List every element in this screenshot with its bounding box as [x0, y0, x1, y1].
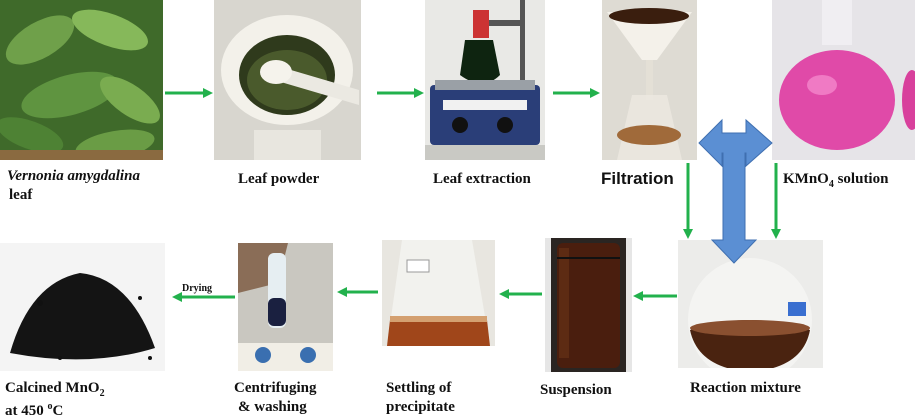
suspension-photo: [545, 238, 632, 372]
calcined-unit: C: [52, 403, 64, 419]
powder-caption: Leaf powder: [238, 171, 320, 187]
suspension-caption: Suspension: [540, 382, 612, 398]
calcined-caption-line1: Calcined MnO2: [5, 379, 105, 403]
kmno4-caption: KMnO4 solution: [783, 170, 888, 194]
calcined-caption-line2: at 450 oC: [5, 398, 63, 420]
filtration-photo: [602, 0, 697, 160]
extraction-photo: [425, 0, 545, 160]
reaction-caption: Reaction mixture: [690, 380, 801, 396]
settling-caption-line2: precipitate: [386, 399, 455, 415]
settling-photo: [382, 240, 495, 346]
centrifuge-photo: [238, 243, 333, 371]
centrifuge-caption-line2: & washing: [238, 399, 307, 415]
settling-caption-line1: Settling of: [386, 380, 452, 396]
extraction-caption: Leaf extraction: [433, 171, 531, 187]
kmno4-photo: [772, 0, 915, 160]
calcined-temp-prefix: at 450: [5, 403, 48, 419]
reaction-photo: [678, 240, 823, 368]
drying-label: Drying: [182, 283, 212, 294]
mortar-photo: [214, 0, 361, 160]
centrifuge-caption-line1: Centrifuging: [234, 380, 317, 396]
kmno4-suffix: solution: [833, 171, 889, 187]
blue-t-arrow: [698, 118, 773, 264]
calcined-sub: 2: [99, 388, 105, 399]
kmno4-sub: 4: [828, 179, 834, 190]
calcined-photo: [0, 243, 165, 371]
leaf-caption-rest: leaf: [9, 187, 33, 203]
kmno4-prefix: KMnO: [783, 171, 829, 187]
leaf-photo: [0, 0, 163, 160]
calcined-prefix: Calcined MnO: [5, 380, 100, 396]
calcined-degree: o: [47, 401, 53, 412]
filtration-caption: Filtration: [601, 169, 674, 188]
leaf-caption-italic: Vernonia amygdalina: [7, 168, 140, 184]
